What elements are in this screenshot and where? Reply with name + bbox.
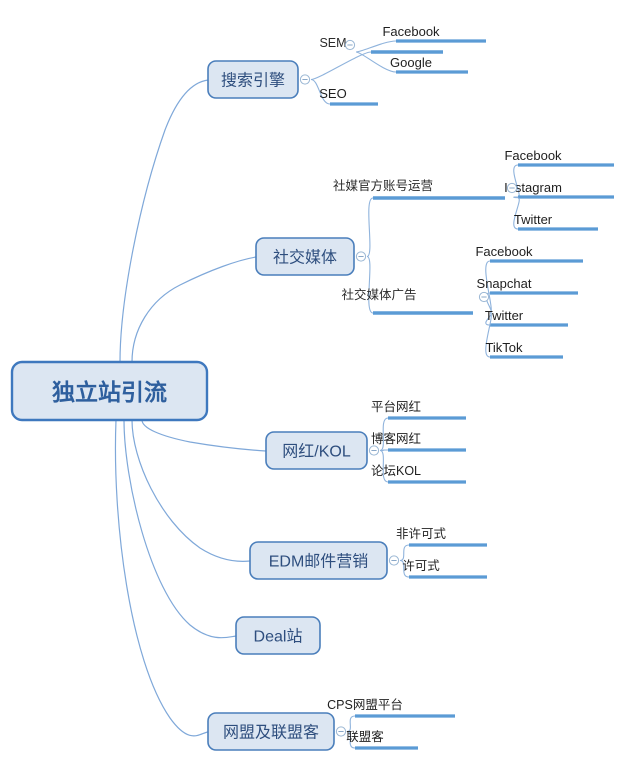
connector-social-media-to-child [366, 255, 374, 314]
branch-label-0: 平台网红 [371, 399, 421, 414]
root-node-label: 独立站引流 [52, 379, 167, 405]
node-affiliate[interactable]: 网盟及联盟客 [207, 712, 335, 751]
node-edm[interactable]: EDM邮件营销 [249, 541, 388, 580]
connector-root-to-kol [141, 419, 267, 452]
connector-to-leaf [513, 197, 520, 230]
connector-search-engine-to-child [310, 78, 331, 105]
leaf-label: Twitter [514, 212, 553, 227]
connector-root-to-deal-site [123, 419, 237, 639]
branch-label-1: 联盟客 [346, 729, 384, 744]
node-search-engine[interactable]: 搜索引擎 [207, 60, 299, 99]
collapse-toggle-branch[interactable] [344, 39, 356, 51]
node-box-kol[interactable] [265, 431, 368, 470]
node-box-affiliate[interactable] [207, 712, 335, 751]
connector-to-leaf [355, 51, 397, 73]
branch-label-2: 论坛KOL [371, 464, 421, 478]
collapse-toggle-branch[interactable] [478, 291, 490, 303]
branch-label-0: 非许可式 [396, 527, 447, 541]
leaf-label: Facebook [504, 148, 562, 163]
branch-label-0: SEM [319, 36, 346, 50]
node-label-edm: EDM邮件营销 [269, 553, 369, 571]
connector-edm-to-child [399, 559, 410, 578]
node-deal-site[interactable]: Deal站 [235, 616, 321, 655]
connector-kol-to-child [379, 417, 389, 452]
leaf-label: Instagram [504, 180, 562, 195]
connector-to-leaf [485, 292, 492, 314]
connector-edm-to-child [399, 544, 410, 562]
node-box-social-media[interactable] [255, 237, 355, 276]
branch-label-1: 博客网红 [371, 431, 421, 446]
connector-root-to-search-engine [119, 79, 209, 363]
leaf-label: Snapchat [477, 276, 532, 291]
node-box-deal-site[interactable] [235, 616, 321, 655]
root-node-box[interactable] [10, 360, 209, 422]
connector-affiliate-to-child [346, 715, 356, 733]
node-label-search-engine: 搜索引擎 [221, 72, 285, 90]
collapse-toggle-social-media[interactable] [355, 251, 367, 262]
connector-social-media-to-child [366, 197, 374, 258]
connector-to-leaf [355, 40, 397, 53]
leaf-label: Google [390, 55, 432, 70]
leaf-label: Facebook [475, 244, 533, 259]
connector-affiliate-to-child [346, 730, 356, 749]
connector-kol-to-child [379, 449, 389, 483]
collapse-toggle-kol[interactable] [368, 445, 380, 456]
collapse-toggle-edm[interactable] [388, 555, 400, 566]
branch-label-0: CPS网盟平台 [327, 697, 403, 712]
leaf-label: Twitter [485, 308, 524, 323]
leaf-label: TikTok [485, 340, 523, 355]
leaf-label: Facebook [382, 24, 440, 39]
root-connectors [114, 79, 267, 737]
connector-root-to-edm [131, 419, 251, 562]
node-box-search-engine[interactable] [207, 60, 299, 99]
node-box-edm[interactable] [249, 541, 388, 580]
branch-label-1: SEO [319, 86, 346, 101]
node-label-social-media: 社交媒体 [273, 249, 337, 267]
connector-root-to-affiliate [114, 419, 209, 737]
branch-label-0: 社媒官方账号运营 [333, 178, 433, 193]
collapse-toggle-search-engine[interactable] [299, 74, 311, 85]
connector-root-to-social-media [131, 256, 257, 363]
connector-search-engine-to-child [310, 51, 372, 81]
branch-label-1: 社交媒体广告 [341, 287, 416, 302]
collapse-toggle-affiliate[interactable] [335, 726, 347, 737]
root-node[interactable]: 独立站引流 [10, 360, 209, 422]
connector-to-leaf [485, 312, 492, 358]
branch-label-1: 许可式 [402, 559, 440, 573]
node-kol[interactable]: 网红/KOL [265, 431, 368, 470]
node-social-media[interactable]: 社交媒体 [255, 237, 355, 276]
collapse-toggle-branch[interactable] [506, 182, 518, 194]
node-label-affiliate: 网盟及联盟客 [223, 724, 319, 742]
node-label-deal-site: Deal站 [254, 628, 303, 646]
mindmap-content: SEMFacebookGoogleSEO搜索引擎社媒官方账号运营Facebook… [207, 24, 614, 751]
node-label-kol: 网红/KOL [282, 443, 351, 461]
